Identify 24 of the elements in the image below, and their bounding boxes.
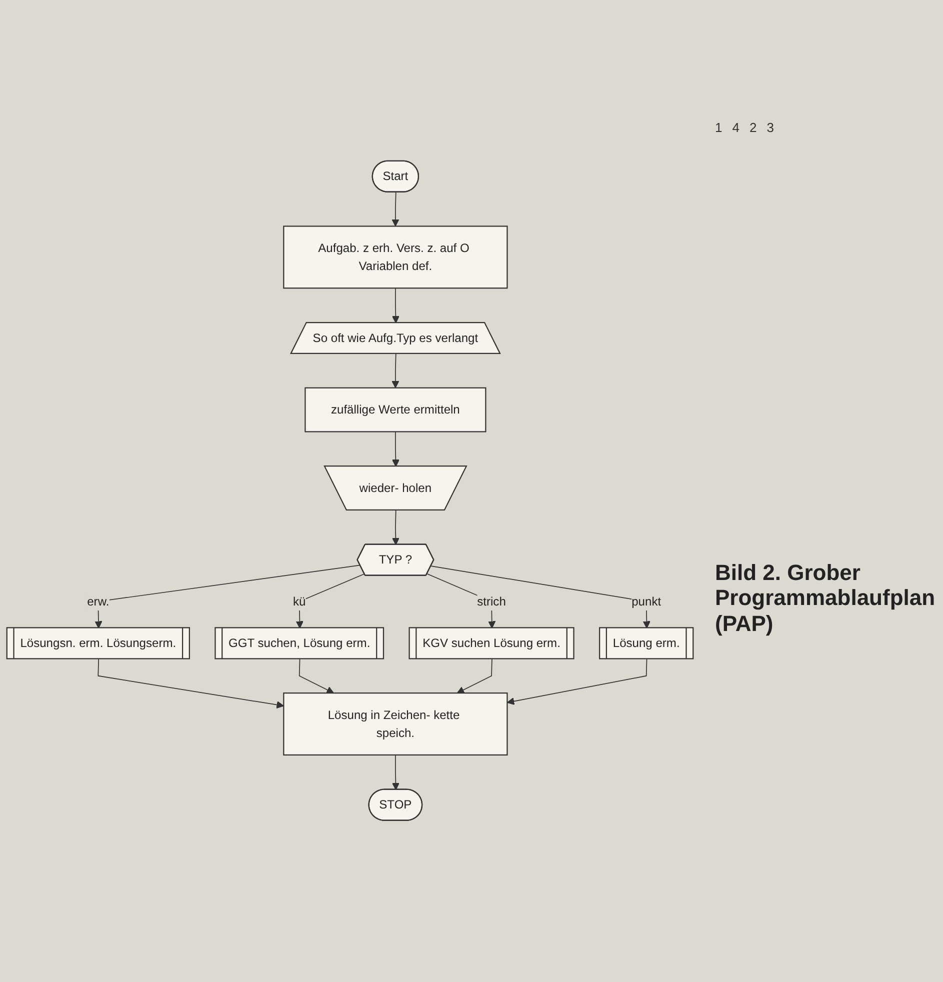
arrow xyxy=(392,510,400,546)
arrow xyxy=(456,659,492,694)
node-box: Lösung in Zeichen- kette speich. xyxy=(283,692,508,756)
branch-number: 1 xyxy=(715,120,722,135)
arrow xyxy=(392,192,400,227)
node-box: Aufgab. z erh. Vers. z. auf O Variablen def. xyxy=(283,226,508,290)
node-box: zufällige Werte ermitteln xyxy=(304,388,486,433)
edge-label: punkt xyxy=(632,594,662,608)
arrow xyxy=(296,574,365,629)
arrow xyxy=(392,288,400,324)
arrow xyxy=(98,659,284,709)
arrow xyxy=(392,354,400,389)
arrow xyxy=(430,566,650,629)
edge-label: strich xyxy=(477,594,506,608)
branch-number: 4 xyxy=(732,120,740,135)
edge-label: kü xyxy=(292,594,306,608)
branch-number: 3 xyxy=(766,120,774,135)
branch-number: 2 xyxy=(749,120,757,135)
arrow xyxy=(506,659,648,706)
edge-label: erw. xyxy=(87,594,110,608)
arrow xyxy=(392,754,400,791)
arrow xyxy=(94,565,361,629)
arrow xyxy=(298,659,334,694)
arrow xyxy=(392,432,400,468)
